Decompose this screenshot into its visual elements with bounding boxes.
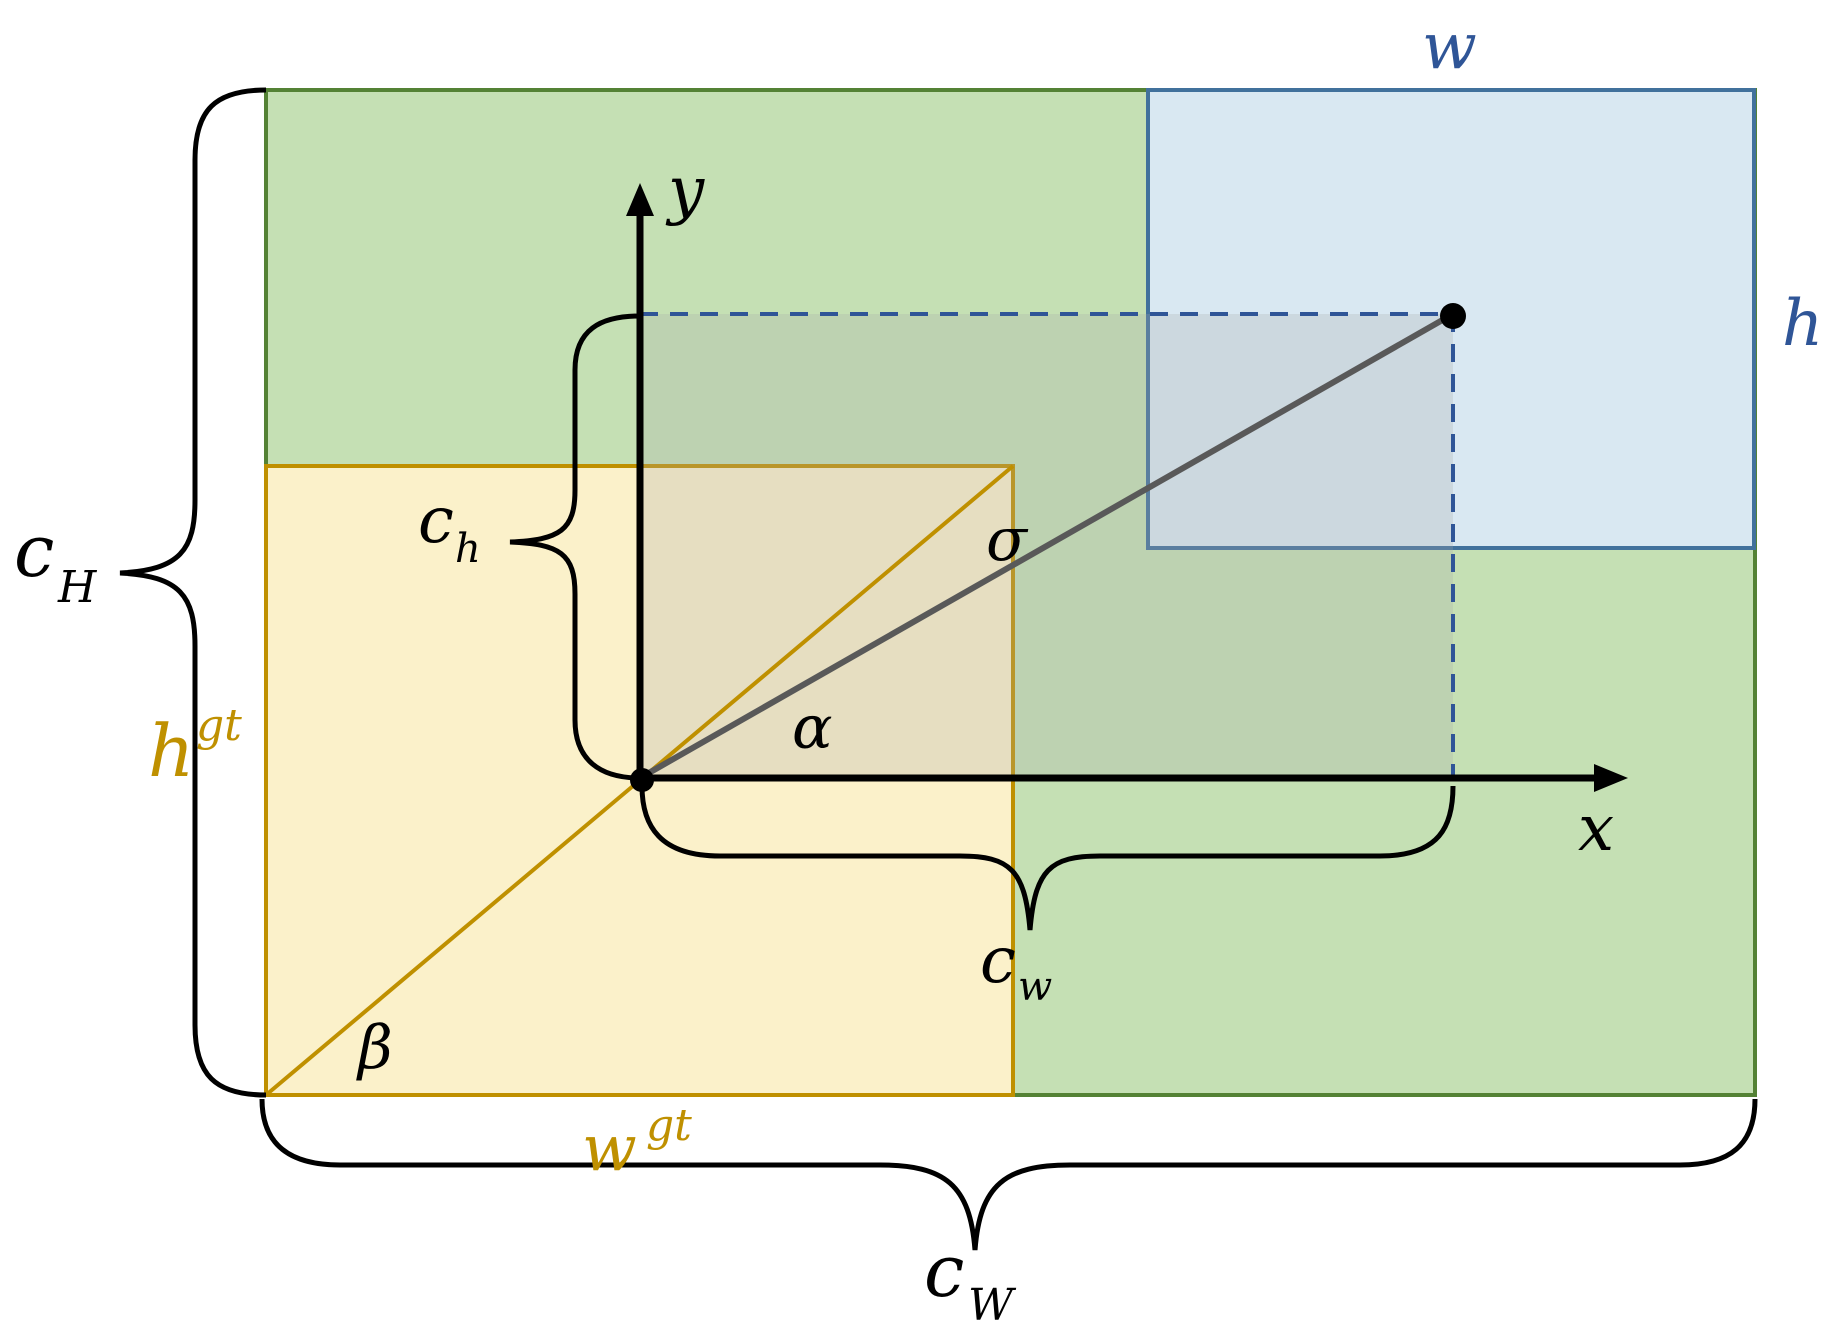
svg-text:gt: gt <box>196 700 242 751</box>
c-W-brace <box>259 1098 1758 1251</box>
label-h: h <box>1782 287 1823 361</box>
label-w-gt: w gt <box>582 1100 692 1186</box>
label-w: w <box>1422 10 1477 84</box>
svg-text:W: W <box>968 1280 1017 1331</box>
label-c-W: c W <box>924 1229 1017 1331</box>
c-w-brace <box>639 785 1456 931</box>
label-c-h: c h <box>418 484 481 572</box>
svg-text:c: c <box>924 1229 964 1313</box>
svg-text:w: w <box>582 1112 637 1186</box>
label-sigma: σ <box>986 505 1029 575</box>
label-c-H: c H <box>14 509 98 613</box>
svg-text:h: h <box>148 709 194 793</box>
label-h-gt: h gt <box>148 700 242 793</box>
label-alpha: α <box>792 693 833 763</box>
svg-text:c: c <box>980 924 1016 998</box>
label-c-w: c w <box>980 924 1052 1010</box>
svg-text:w: w <box>1018 964 1052 1010</box>
label-x-axis: x <box>1578 792 1614 866</box>
svg-text:h: h <box>455 526 481 572</box>
svg-text:c: c <box>418 484 454 558</box>
label-beta: β <box>356 1013 393 1083</box>
center-distance-line <box>638 311 1455 781</box>
svg-text:c: c <box>14 509 54 593</box>
y-axis-arrowhead <box>626 183 654 216</box>
predicted-center-point <box>1440 303 1466 329</box>
svg-text:gt: gt <box>646 1100 692 1151</box>
svg-text:H: H <box>57 562 98 613</box>
ground-truth-center-point <box>630 768 654 792</box>
c-h-brace <box>509 313 641 781</box>
c-H-brace <box>119 87 267 1098</box>
label-y-axis: y <box>665 154 705 228</box>
x-axis-arrowhead <box>1594 764 1628 792</box>
